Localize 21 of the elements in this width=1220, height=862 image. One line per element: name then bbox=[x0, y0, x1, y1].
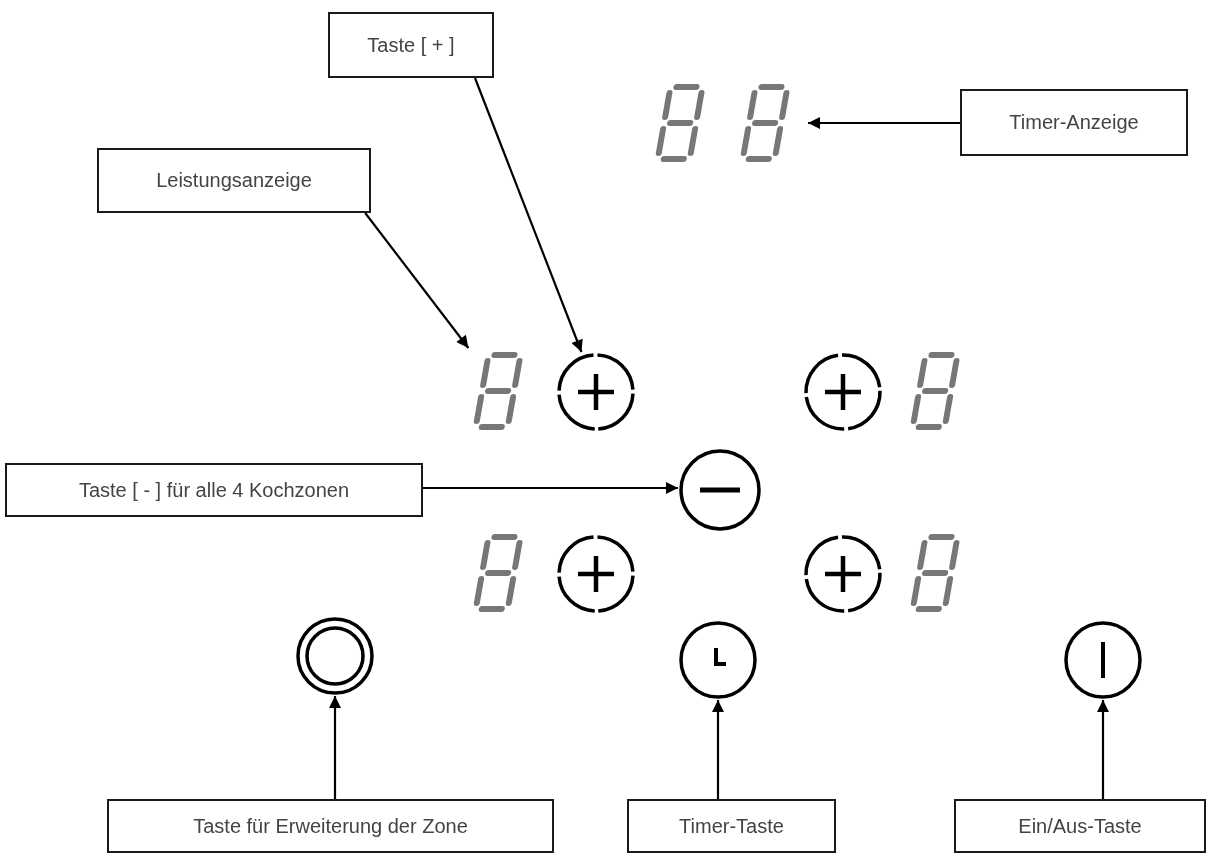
label-box bbox=[97, 148, 371, 213]
arrow bbox=[712, 700, 724, 799]
label-text: Taste für Erweiterung der Zone bbox=[193, 814, 468, 838]
arrow bbox=[473, 77, 583, 353]
label-text: Timer-Anzeige bbox=[1009, 111, 1139, 134]
label-text: Taste [ + ] bbox=[367, 33, 455, 57]
label-box bbox=[5, 463, 423, 517]
label-box bbox=[107, 799, 554, 853]
arrow bbox=[423, 482, 678, 494]
label-text: Leistungsanzeige bbox=[156, 169, 312, 192]
label-box bbox=[960, 89, 1188, 156]
arrow bbox=[808, 117, 960, 129]
arrow bbox=[329, 696, 341, 799]
label-text: Ein/Aus-Taste bbox=[1018, 814, 1142, 838]
arrow bbox=[1097, 700, 1109, 799]
label-box bbox=[328, 12, 494, 78]
label-box bbox=[954, 799, 1206, 853]
label-text: Timer-Taste bbox=[679, 814, 784, 838]
label-box bbox=[627, 799, 836, 853]
label-text: Taste [ - ] für alle 4 Kochzonen bbox=[78, 478, 350, 502]
arrow bbox=[364, 212, 470, 349]
